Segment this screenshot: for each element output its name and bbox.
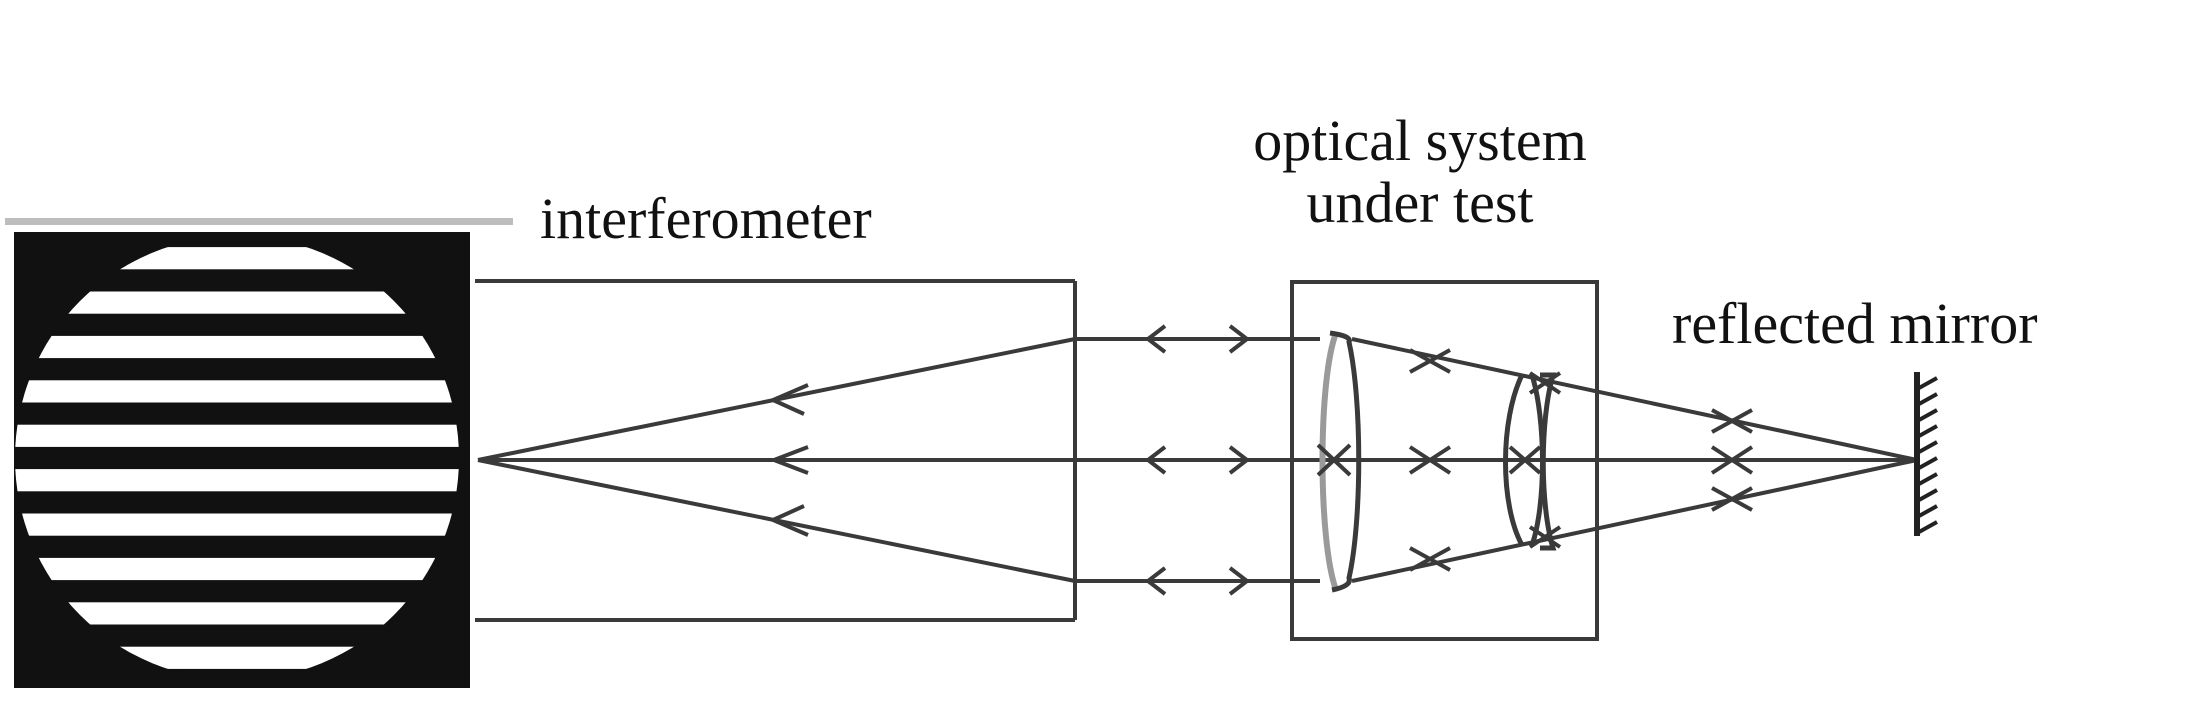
interferometer-box	[475, 279, 1077, 622]
optical-system-label-line2: under test	[1306, 170, 1534, 235]
fringe-band	[15, 424, 459, 447]
cross-mark-5	[1508, 445, 1542, 475]
cross-mark-7	[1528, 525, 1562, 549]
mirror-hatch-line	[1918, 424, 1938, 438]
mirror-hatch-line	[1918, 504, 1938, 518]
reflected-mirror	[1914, 372, 1938, 536]
interferogram	[5, 218, 513, 688]
arrow-lower-left	[768, 504, 809, 537]
mirror-hatch-line	[1918, 440, 1938, 454]
mirror-hatching	[1918, 376, 1938, 534]
converging-rays	[477, 337, 1917, 583]
interference-fringes	[15, 247, 459, 669]
fringe-band	[15, 602, 459, 625]
cross-mark-9	[1710, 445, 1754, 475]
reflected-mirror-label: reflected mirror	[1672, 291, 2038, 356]
cross-mark-8	[1711, 408, 1753, 434]
mirror-hatch-line	[1918, 488, 1938, 502]
interferogram-top-edge	[5, 218, 513, 225]
arrow-upper-left	[768, 383, 809, 416]
double-arrow-center-right	[1228, 445, 1251, 475]
double-arrow-upper-left	[1144, 324, 1167, 354]
collimated-beams	[1075, 324, 1320, 596]
optical-system-frame	[1290, 280, 1599, 641]
double-arrow-lower-left	[1144, 566, 1167, 596]
mirror-hatch-line	[1918, 520, 1938, 534]
ray-lower-to-mirror	[1351, 458, 1918, 583]
cross-mark-4	[1408, 445, 1452, 475]
cross-mark-1	[1409, 348, 1451, 374]
mirror-hatch-line	[1918, 472, 1938, 486]
cross-mark-6	[1528, 371, 1562, 395]
converging-rays-to-mirror	[1316, 337, 1918, 583]
rear-lens-left	[1503, 373, 1525, 547]
double-arrow-center-left	[1144, 445, 1167, 475]
optical-system-label: optical system under test	[1200, 110, 1640, 234]
cross-mark-10	[1711, 486, 1753, 512]
front-lens-gray	[1319, 331, 1339, 592]
fringe-band	[15, 557, 459, 581]
ray-upper-to-mirror	[1351, 337, 1918, 462]
mirror-hatch-line	[1918, 392, 1938, 406]
fringe-band	[15, 380, 459, 403]
arrow-center-left	[768, 445, 809, 475]
cross-mark-3	[1316, 443, 1352, 477]
double-arrow-upper-right	[1228, 324, 1251, 354]
mirror-hatch-line	[1918, 456, 1938, 470]
optical-system-label-line1: optical system	[1253, 108, 1587, 173]
mirror-hatch-line	[1918, 408, 1938, 422]
front-lens	[1329, 330, 1362, 593]
fringe-band	[15, 513, 459, 536]
fringe-band	[15, 469, 459, 492]
fringe-band	[15, 291, 459, 314]
fringe-band	[15, 335, 459, 359]
double-arrow-lower-right	[1228, 566, 1251, 596]
interferometer-label: interferometer	[540, 186, 872, 251]
mirror-hatch-line	[1918, 376, 1938, 390]
cross-mark-2	[1409, 546, 1451, 572]
